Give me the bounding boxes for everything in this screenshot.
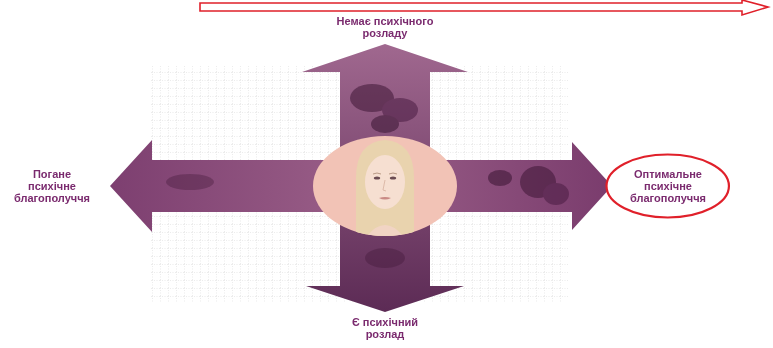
cloud-shape	[365, 248, 405, 268]
eye	[390, 176, 396, 179]
cloud-shape	[166, 174, 214, 190]
lips	[379, 197, 391, 200]
portrait-face	[356, 140, 414, 240]
neck-shape	[367, 225, 403, 236]
flower-petal	[488, 170, 512, 186]
eyebrow	[389, 173, 397, 174]
flower-petal	[543, 183, 569, 205]
node-text: Оптимальне психічне благополуччя	[626, 168, 710, 205]
face-shape	[365, 155, 405, 209]
flower-petal	[371, 115, 399, 133]
highlight-ellipse: Оптимальне психічне благополуччя	[605, 153, 730, 219]
nose	[383, 180, 386, 191]
axis-label: Погане психічне благополуччя	[10, 168, 94, 205]
vertical-axis-arrow	[302, 44, 468, 312]
eye	[374, 176, 380, 179]
axis-label: Немає психічного розладу	[315, 15, 455, 40]
red-direction-arrow	[200, 0, 768, 15]
flower-decoration	[166, 84, 569, 268]
axis-label: Є психічний розлад	[333, 316, 437, 341]
hair-shape	[356, 140, 414, 240]
ellipse-shape	[607, 154, 729, 217]
eyebrow	[373, 173, 381, 174]
